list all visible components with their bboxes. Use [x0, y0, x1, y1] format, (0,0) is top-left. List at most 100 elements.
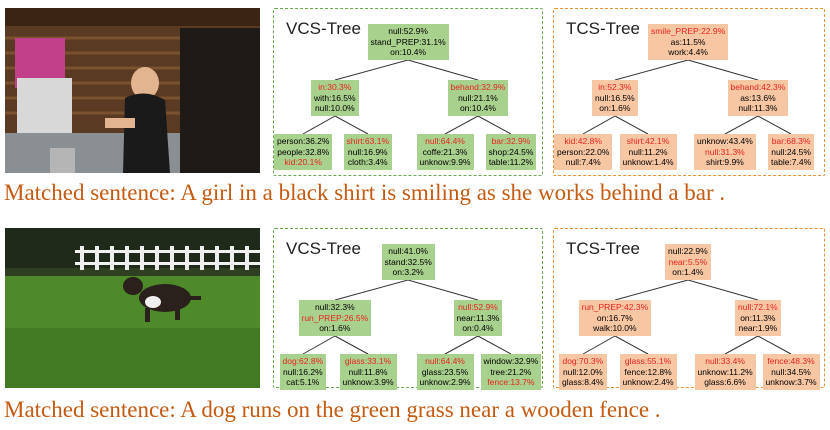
- node-entry: coffe:21.3%: [422, 146, 468, 157]
- node-entry: on:10.4%: [390, 47, 427, 57]
- node-entry: kid:42.8%: [564, 136, 602, 146]
- photo-bar-scene: [5, 8, 260, 173]
- vcs-node-right: null:52.9%near:11.3%on:0.4%: [453, 300, 503, 336]
- node-entry: walk:10.0%: [593, 323, 637, 333]
- tcs-node-lr: shirt:42.1%null:11.2%unknow:1.4%: [619, 134, 677, 170]
- node-entry: near:1.9%: [738, 323, 778, 333]
- tcs-node-left: run_PREP:42.3%on:16.7%walk:10.0%: [578, 300, 652, 336]
- node-entry: kid:20.1%: [284, 157, 322, 167]
- tcs-node-rl: unknow:43.4%null:31.3%shirt:9.9%: [694, 134, 756, 170]
- node-entry: on:1.4%: [672, 267, 704, 277]
- node-entry: smile_PREP:22.9%: [651, 26, 726, 36]
- tcs-node-right: null:72.1%on:11.3%near:1.9%: [735, 300, 781, 336]
- node-entry: glass:6.6%: [704, 377, 746, 387]
- node-entry: null:11.2%: [628, 146, 668, 157]
- node-entry: glass:55.1%: [624, 356, 672, 366]
- node-entry: unknow:43.4%: [697, 136, 753, 146]
- node-entry: fence:48.3%: [767, 356, 815, 366]
- node-entry: as:11.5%: [670, 36, 706, 47]
- vcs-node-rl: null:64.4%glass:23.5%unknow:2.9%: [416, 354, 474, 390]
- node-entry: null:41.0%: [388, 246, 428, 256]
- node-entry: person:22.0%: [557, 146, 610, 157]
- tcs-node-left: in:52.3%null:16.5%on:1.6%: [592, 80, 638, 116]
- node-entry: dog:70.3%: [562, 356, 604, 366]
- tcs-node-root: smile_PREP:22.9%as:11.5%work:4.4%: [648, 24, 729, 60]
- node-entry: on:0.4%: [462, 323, 494, 333]
- node-entry: null:16.5%: [595, 92, 635, 103]
- node-entry: null:33.4%: [705, 356, 745, 366]
- node-entry: as:13.6%: [740, 92, 776, 103]
- node-entry: null:21.1%: [458, 92, 498, 103]
- node-entry: fence:12.8%: [624, 366, 672, 377]
- node-entry: shop:24.5%: [488, 146, 534, 157]
- node-entry: cloth:3.4%: [347, 157, 388, 167]
- node-entry: null:10.0%: [314, 103, 355, 113]
- node-entry: null:32.3%: [314, 302, 355, 312]
- node-entry: on:1.6%: [319, 323, 351, 333]
- node-entry: window:32.9%: [483, 356, 539, 366]
- node-entry: near:5.5%: [668, 256, 708, 267]
- node-entry: null:24.5%: [771, 146, 811, 157]
- vcs-tree-panel-2: VCS-Tree: [273, 228, 543, 388]
- vcs-node-left: in:30.3%with:16.5%null:10.0%: [311, 80, 359, 116]
- node-entry: glass:23.5%: [421, 366, 469, 377]
- tcs-node-rl: null:33.4%unknow:11.2%glass:6.6%: [694, 354, 756, 390]
- node-entry: unknow:9.9%: [419, 157, 471, 167]
- node-entry: null:52.9%: [458, 302, 498, 312]
- node-entry: dog:62.8%: [282, 356, 324, 366]
- node-entry: null:16.2%: [282, 366, 323, 377]
- node-entry: stand_PREP:31.1%: [370, 36, 446, 47]
- node-entry: unknow:3.7%: [765, 377, 817, 387]
- node-entry: on:10.4%: [459, 103, 496, 113]
- tcs-node-root: null:22.9%near:5.5%on:1.4%: [665, 244, 711, 280]
- node-entry: unknow:1.4%: [622, 157, 674, 167]
- node-entry: work:4.4%: [668, 47, 708, 57]
- vcs-node-lr: shirt:63.1%null:16.9%cloth:3.4%: [343, 134, 393, 170]
- node-entry: bar:68.3%: [771, 136, 811, 146]
- vcs-node-right: behand:32.9%null:21.1%on:10.4%: [447, 80, 509, 116]
- node-entry: unknow:2.9%: [419, 377, 471, 387]
- node-entry: with:16.5%: [314, 92, 356, 103]
- vcs-node-root: null:41.0%stand:32.5%on:3.2%: [381, 244, 435, 280]
- node-entry: glass:33.1%: [344, 356, 392, 366]
- node-entry: in:30.3%: [318, 82, 352, 92]
- panel-title: TCS-Tree: [566, 19, 640, 38]
- tcs-node-ll: dog:70.3%null:12.0%glass:8.4%: [559, 354, 607, 390]
- node-entry: table:11.2%: [488, 157, 534, 167]
- node-entry: shirt:42.1%: [626, 136, 670, 146]
- tcs-node-rr: bar:68.3%null:24.5%table:7.4%: [768, 134, 815, 170]
- node-entry: null:52.9%: [388, 26, 428, 36]
- matched-sentence-2: Matched sentence: A dog runs on the gree…: [4, 397, 661, 422]
- vcs-node-left: null:32.3%run_PREP:26.5%on:1.6%: [298, 300, 372, 336]
- node-entry: tree:21.2%: [490, 366, 532, 377]
- node-entry: run_PREP:42.3%: [581, 302, 649, 312]
- node-entry: in:52.3%: [598, 82, 632, 92]
- node-entry: null:64.4%: [425, 136, 465, 146]
- node-entry: stand:32.5%: [384, 256, 432, 267]
- panel-title: TCS-Tree: [566, 239, 640, 258]
- node-entry: bar:32.9%: [491, 136, 531, 146]
- node-entry: on:16.7%: [596, 312, 633, 323]
- tcs-tree-panel-2: TCS-Tree: [553, 228, 825, 388]
- tcs-node-ll: kid:42.8%person:22.0%null:7.4%: [554, 134, 613, 170]
- matched-sentence-1: Matched sentence: A girl in a black shir…: [4, 180, 726, 205]
- node-entry: null:11.3%: [738, 103, 778, 113]
- node-entry: run_PREP:26.5%: [301, 312, 369, 323]
- node-entry: null:31.3%: [705, 146, 745, 157]
- node-entry: table:7.4%: [771, 157, 812, 167]
- node-entry: person:36.2%: [277, 136, 330, 146]
- node-entry: shirt:63.1%: [346, 136, 390, 146]
- vcs-node-root: null:52.9%stand_PREP:31.1%on:10.4%: [367, 24, 449, 60]
- node-entry: null:16.9%: [347, 146, 388, 157]
- node-entry: on:3.2%: [392, 267, 424, 277]
- node-entry: fence:13.7%: [487, 377, 535, 387]
- tcs-node-rr: fence:48.3%null:34.5%unknow:3.7%: [762, 354, 820, 390]
- node-entry: unknow:11.2%: [697, 366, 753, 377]
- vcs-node-ll: person:36.2%people:32.8%kid:20.1%: [274, 134, 333, 170]
- node-entry: unknow:2.4%: [622, 377, 674, 387]
- vcs-tree-panel-1: VCS-Tree: [273, 8, 543, 176]
- node-entry: unknow:3.9%: [342, 377, 394, 387]
- node-entry: people:32.8%: [277, 146, 330, 157]
- node-entry: null:64.4%: [425, 356, 465, 366]
- vcs-node-rl: null:64.4%coffe:21.3%unknow:9.9%: [416, 134, 474, 170]
